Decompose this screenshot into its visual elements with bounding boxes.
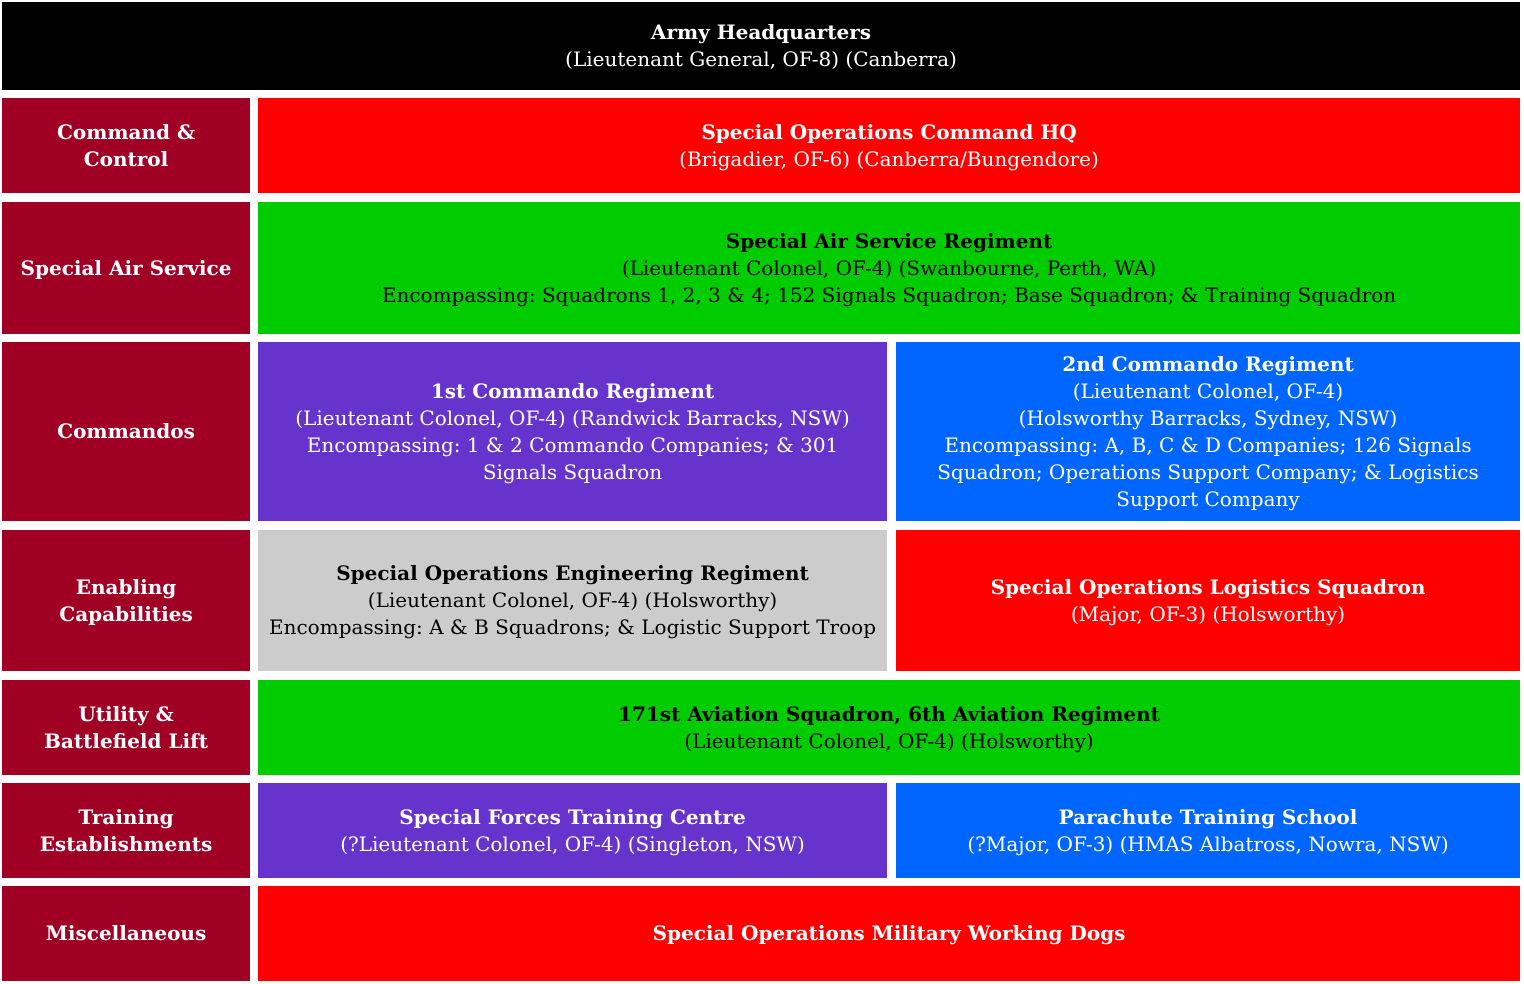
unit-detail: (Lieutenant Colonel, OF-4) (Swanbourne, … [621,255,1157,280]
unit-sols: Special Operations Logistics Squadron (M… [896,530,1520,671]
category-label: Utility & Battlefield Lift [44,701,208,753]
unit-title: Special Air Service Regiment [725,228,1053,253]
army-headquarters-box: Army Headquarters (Lieutenant General, O… [2,2,1520,90]
unit-title: Special Operations Military Working Dogs [652,921,1126,945]
unit-detail: (Lieutenant Colonel, OF-4) [1072,378,1344,403]
unit-detail: (?Major, OF-3) (HMAS Albatross, Nowra, N… [967,831,1449,856]
unit-detail: Encompassing: A, B, C & D Companies; 126… [937,432,1479,511]
unit-title: Parachute Training School [1058,804,1358,829]
unit-detail: (Major, OF-3) (Holsworthy) [1070,601,1346,626]
unit-detail: (Holsworthy Barracks, Sydney, NSW) [1018,405,1398,430]
unit-detail: (Lieutenant Colonel, OF-4) (Randwick Bar… [295,405,850,430]
category-label: Training Establishments [39,804,213,856]
category-miscellaneous: Miscellaneous [2,886,250,981]
category-commandos: Commandos [2,342,250,521]
category-label: Command & Control [56,119,196,171]
unit-1st-commando: 1st Commando Regiment (Lieutenant Colone… [258,342,887,521]
unit-2nd-commando: 2nd Commando Regiment (Lieutenant Colone… [896,342,1520,521]
unit-socomd-hq: Special Operations Command HQ (Brigadier… [258,98,1520,193]
unit-title: 171st Aviation Squadron, 6th Aviation Re… [618,701,1160,726]
unit-detail: Encompassing: Squadrons 1, 2, 3 & 4; 152… [381,282,1397,307]
army-hq-title: Army Headquarters [650,20,872,44]
unit-sasr: Special Air Service Regiment (Lieutenant… [258,202,1520,334]
unit-military-working-dogs: Special Operations Military Working Dogs [258,886,1520,981]
category-command-control: Command & Control [2,98,250,193]
category-label: Commandos [57,419,195,443]
category-label: Special Air Service [20,255,232,280]
category-special-air-service: Special Air Service [2,202,250,334]
army-hq-subtitle: (Lieutenant General, OF-8) (Canberra) [565,47,957,71]
category-training: Training Establishments [2,783,250,878]
unit-title: Special Operations Logistics Squadron [990,574,1426,599]
unit-title: 2nd Commando Regiment [1062,351,1354,376]
unit-sftc: Special Forces Training Centre (?Lieuten… [258,783,887,878]
unit-detail: (Lieutenant Colonel, OF-4) (Holsworthy) [684,728,1094,753]
unit-soer: Special Operations Engineering Regiment … [258,530,887,671]
unit-detail: (?Lieutenant Colonel, OF-4) (Singleton, … [340,831,805,856]
category-label: Miscellaneous [45,921,207,945]
unit-title: Special Operations Command HQ [701,119,1077,144]
category-utility-lift: Utility & Battlefield Lift [2,680,250,775]
unit-title: 1st Commando Regiment [430,378,715,403]
unit-detail: Encompassing: 1 & 2 Commando Companies; … [306,432,839,484]
unit-pts: Parachute Training School (?Major, OF-3)… [896,783,1520,878]
unit-detail: Encompassing: A & B Squadrons; & Logisti… [269,615,876,639]
category-enabling-capabilities: Enabling Capabilities [2,530,250,671]
unit-detail: (Brigadier, OF-6) (Canberra/Bungendore) [679,146,1099,171]
category-label: Enabling Capabilities [59,574,193,626]
unit-detail: (Lieutenant Colonel, OF-4) (Holsworthy) [367,588,778,612]
unit-title: Special Operations Engineering Regiment [336,561,809,585]
unit-171-aviation: 171st Aviation Squadron, 6th Aviation Re… [258,680,1520,775]
unit-title: Special Forces Training Centre [399,804,746,829]
